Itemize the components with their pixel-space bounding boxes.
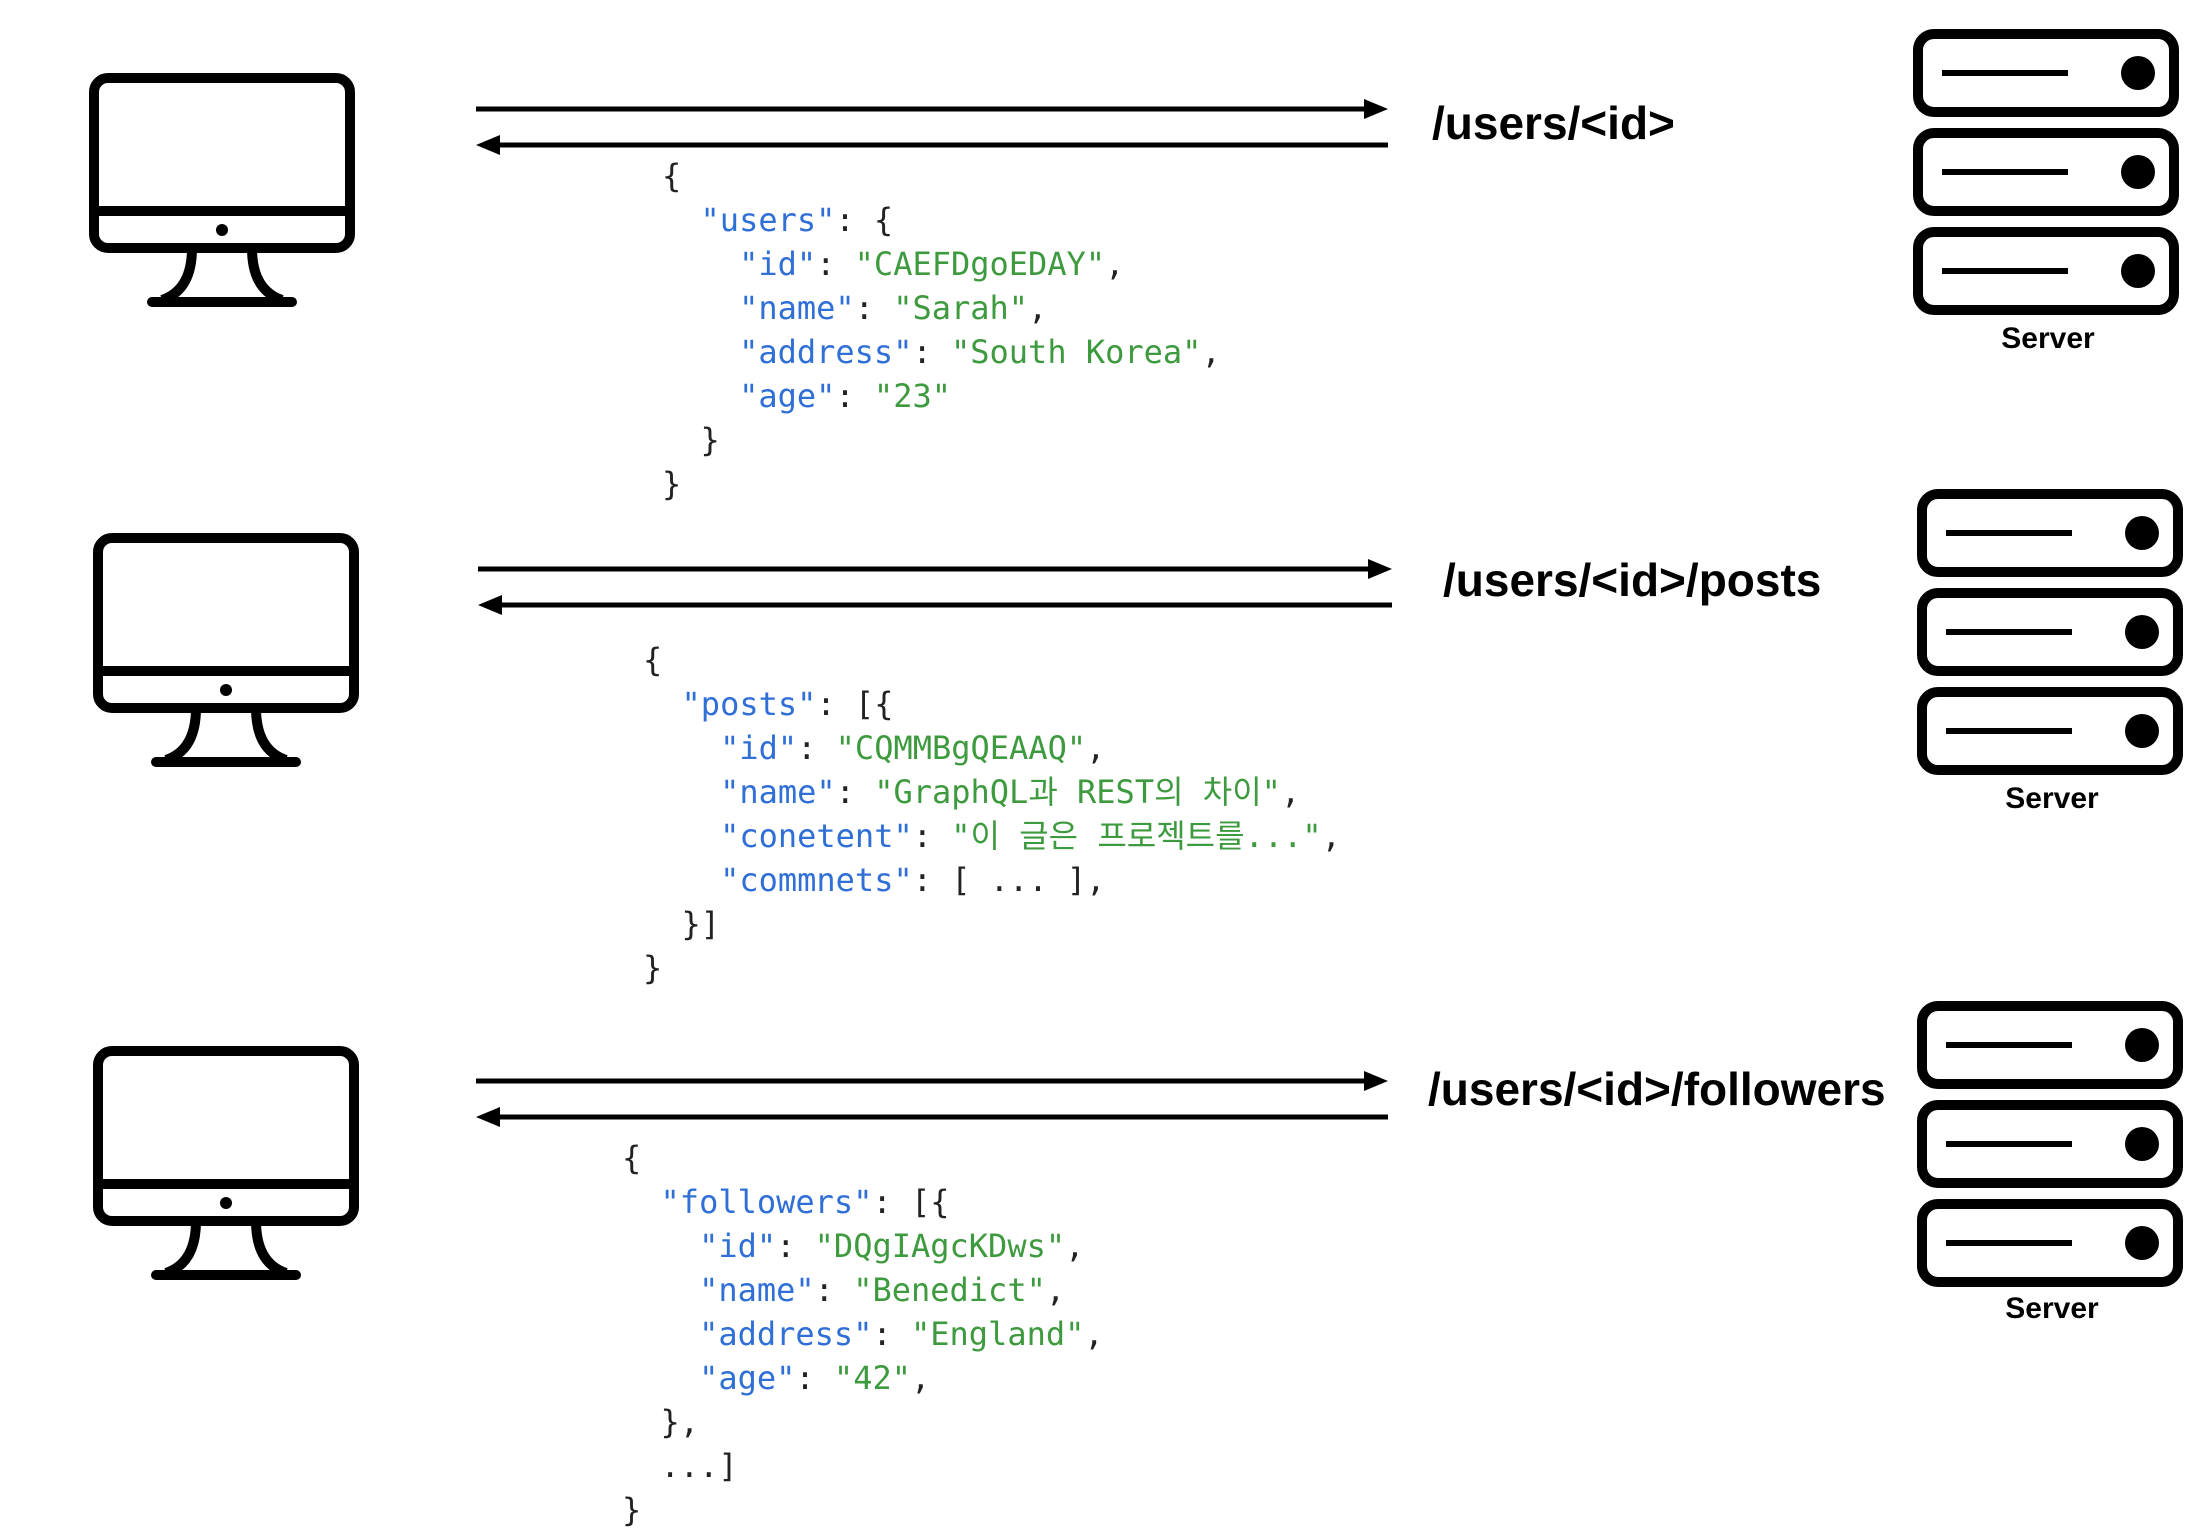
response-arrow — [476, 135, 1388, 155]
response-arrow — [478, 595, 1392, 615]
json-key-quoted: "followers" — [660, 1183, 873, 1221]
server-unit-icon — [1918, 232, 2174, 310]
json-open-bracket: [{ — [854, 685, 894, 723]
json-key-quoted: "address" — [739, 333, 913, 371]
server-unit-icon — [1922, 692, 2178, 770]
json-key-quoted: "commnets" — [720, 861, 913, 899]
json-response-followers: { "followers": [{ "id": "DQgIAgcKDws", "… — [622, 1139, 1104, 1529]
json-punct: { — [622, 1139, 642, 1177]
request-arrow — [478, 559, 1392, 579]
server-label: Server — [2001, 322, 2095, 355]
server-rack-icon — [1918, 34, 2174, 310]
json-ellipsis: ...] — [660, 1447, 738, 1485]
server-unit-icon — [1922, 494, 2178, 572]
json-key: address — [758, 333, 894, 371]
json-root-key: posts — [700, 685, 798, 723]
json-key-quoted: "age" — [699, 1359, 796, 1397]
json-key: age — [758, 377, 817, 415]
json-key: id — [739, 729, 778, 767]
json-key: name — [758, 289, 836, 327]
json-string-quoted: "23" — [873, 377, 951, 415]
json-key-quoted: "address" — [699, 1315, 873, 1353]
json-key-quoted: "name" — [739, 289, 855, 327]
json-string-quoted: "Sarah" — [893, 289, 1029, 327]
server-unit-icon — [1922, 1006, 2178, 1084]
json-value: Benedict — [872, 1271, 1027, 1309]
endpoint-users-posts: /users/<id>/posts — [1443, 554, 1822, 606]
json-punct: { — [662, 157, 682, 195]
request-arrow — [476, 99, 1388, 119]
json-string-quoted: "DQgIAgcKDws" — [814, 1227, 1066, 1265]
server-unit-icon — [1918, 34, 2174, 112]
json-key: age — [718, 1359, 777, 1397]
json-key-quoted: "id" — [720, 729, 798, 767]
json-value: Sarah — [912, 289, 1009, 327]
response-arrow — [476, 1107, 1388, 1127]
server-unit-icon — [1922, 1204, 2178, 1282]
json-close-bracket: }] — [681, 905, 721, 943]
json-punct: { — [643, 641, 663, 679]
server-unit-icon — [1922, 1105, 2178, 1183]
server-unit-icon — [1922, 593, 2178, 671]
json-string-quoted: "GraphQL과 REST의 차이" — [874, 773, 1281, 811]
json-raw-value: [ ... ] — [951, 861, 1087, 899]
json-value: 23 — [893, 377, 932, 415]
json-key-quoted: "users" — [700, 201, 836, 239]
json-key-quoted: "id" — [699, 1227, 777, 1265]
json-value: GraphQL과 REST의 차이 — [893, 773, 1262, 811]
json-key: id — [758, 245, 797, 283]
json-key: id — [718, 1227, 757, 1265]
json-value: England — [930, 1315, 1066, 1353]
desktop-monitor-icon — [94, 78, 350, 302]
json-string-quoted: "CAEFDgoEDAY" — [854, 245, 1106, 283]
json-key: commnets — [739, 861, 894, 899]
server-unit-icon — [1918, 133, 2174, 211]
json-root-key: followers — [679, 1183, 854, 1221]
json-key-quoted: "name" — [699, 1271, 815, 1309]
json-value: 이 글은 프로젝트를... — [970, 817, 1303, 855]
json-key-quoted: "conetent" — [720, 817, 913, 855]
json-close-bracket: }, — [660, 1403, 700, 1441]
json-open-bracket: [{ — [910, 1183, 950, 1221]
json-response-posts: { "posts": [{ "id": "CQMMBgQEAAQ", "name… — [643, 641, 1341, 987]
json-string-quoted: "CQMMBgQEAAQ" — [835, 729, 1087, 767]
request-arrow — [476, 1071, 1388, 1091]
json-value: CQMMBgQEAAQ — [854, 729, 1067, 767]
json-value: CAEFDgoEDAY — [873, 245, 1086, 283]
json-string-quoted: "South Korea" — [950, 333, 1202, 371]
json-string-quoted: "England" — [910, 1315, 1085, 1353]
json-value: 42 — [853, 1359, 892, 1397]
json-close-bracket: } — [700, 421, 720, 459]
desktop-monitor-icon — [98, 1051, 354, 1275]
json-value: DQgIAgcKDws — [833, 1227, 1046, 1265]
endpoint-users: /users/<id> — [1432, 97, 1675, 149]
endpoint-users-followers: /users/<id>/followers — [1428, 1063, 1886, 1115]
json-value: South Korea — [970, 333, 1183, 371]
json-root-key: users — [719, 201, 817, 239]
json-key: name — [739, 773, 817, 811]
json-key: address — [718, 1315, 854, 1353]
json-key-quoted: "posts" — [681, 685, 817, 723]
json-string-quoted: "이 글은 프로젝트를..." — [951, 817, 1322, 855]
json-key: name — [718, 1271, 796, 1309]
json-key-quoted: "name" — [720, 773, 836, 811]
desktop-monitor-icon — [98, 538, 354, 762]
server-rack-icon — [1922, 494, 2178, 770]
json-key-quoted: "id" — [739, 245, 817, 283]
json-key-quoted: "age" — [739, 377, 836, 415]
json-open-bracket: { — [873, 201, 894, 239]
json-response-users: { "users": { "id": "CAEFDgoEDAY", "name"… — [662, 157, 1221, 503]
server-label: Server — [2005, 782, 2099, 815]
server-label: Server — [2005, 1292, 2099, 1325]
json-string-quoted: "Benedict" — [853, 1271, 1046, 1309]
json-string-quoted: "42" — [833, 1359, 911, 1397]
json-key: conetent — [739, 817, 894, 855]
server-rack-icon — [1922, 1006, 2178, 1282]
